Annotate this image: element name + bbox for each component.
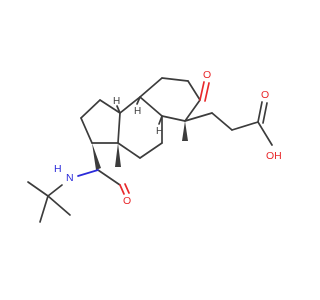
- bond: [117, 142, 141, 159]
- bond: [97, 169, 121, 186]
- bond: [184, 99, 201, 122]
- bond: [231, 121, 259, 131]
- stereo-h-label: H: [113, 96, 120, 107]
- bond: [187, 80, 201, 101]
- hash-bond: [158, 115, 163, 125]
- bond: [39, 195, 49, 223]
- bond: [124, 183, 130, 194]
- amide-oxygen-label: O: [123, 195, 131, 207]
- bond: [204, 82, 210, 102]
- stereo-h-label: H: [156, 126, 163, 137]
- bond: [119, 184, 125, 195]
- bond: [139, 77, 163, 98]
- ring-bonds: [80, 77, 201, 159]
- stereo-h-label: H: [134, 106, 141, 117]
- bond: [80, 117, 93, 144]
- atom-labels: O O OH O N H H H H: [54, 69, 282, 207]
- bond: [27, 181, 49, 197]
- stereo-hashes: [116, 96, 163, 125]
- propanoic-acid-chain: [184, 101, 273, 146]
- bond: [199, 81, 205, 101]
- amide-wedge: [92, 143, 101, 170]
- bond: [139, 142, 163, 159]
- amide-hydrogen-label: H: [54, 163, 62, 175]
- amide-nitrogen-label: N: [66, 172, 74, 184]
- molecule-structure: O O OH O N H H H H: [27, 69, 282, 223]
- bond: [262, 102, 268, 124]
- hash-bond: [136, 96, 141, 105]
- bond: [211, 112, 233, 131]
- bond: [47, 184, 63, 197]
- hash-bond: [116, 105, 121, 114]
- bond: [257, 101, 263, 123]
- bond: [80, 99, 101, 119]
- amide-group: [27, 143, 130, 223]
- bond: [77, 169, 99, 177]
- bond: [184, 112, 213, 122]
- ketone-group: [199, 81, 210, 102]
- bond: [257, 121, 273, 146]
- bond: [99, 99, 121, 114]
- bond: [161, 115, 186, 122]
- bond: [161, 77, 189, 82]
- ketone-oxygen-label: O: [203, 69, 211, 81]
- bond: [47, 195, 71, 216]
- bond: [139, 96, 163, 117]
- bond: [117, 112, 121, 144]
- methyl-wedge: [115, 143, 121, 167]
- acid-carbonyl-oxygen-label: O: [261, 89, 269, 101]
- acid-hydroxyl-label: OH: [266, 150, 282, 162]
- methyl-wedge: [182, 121, 188, 141]
- bond: [119, 96, 141, 114]
